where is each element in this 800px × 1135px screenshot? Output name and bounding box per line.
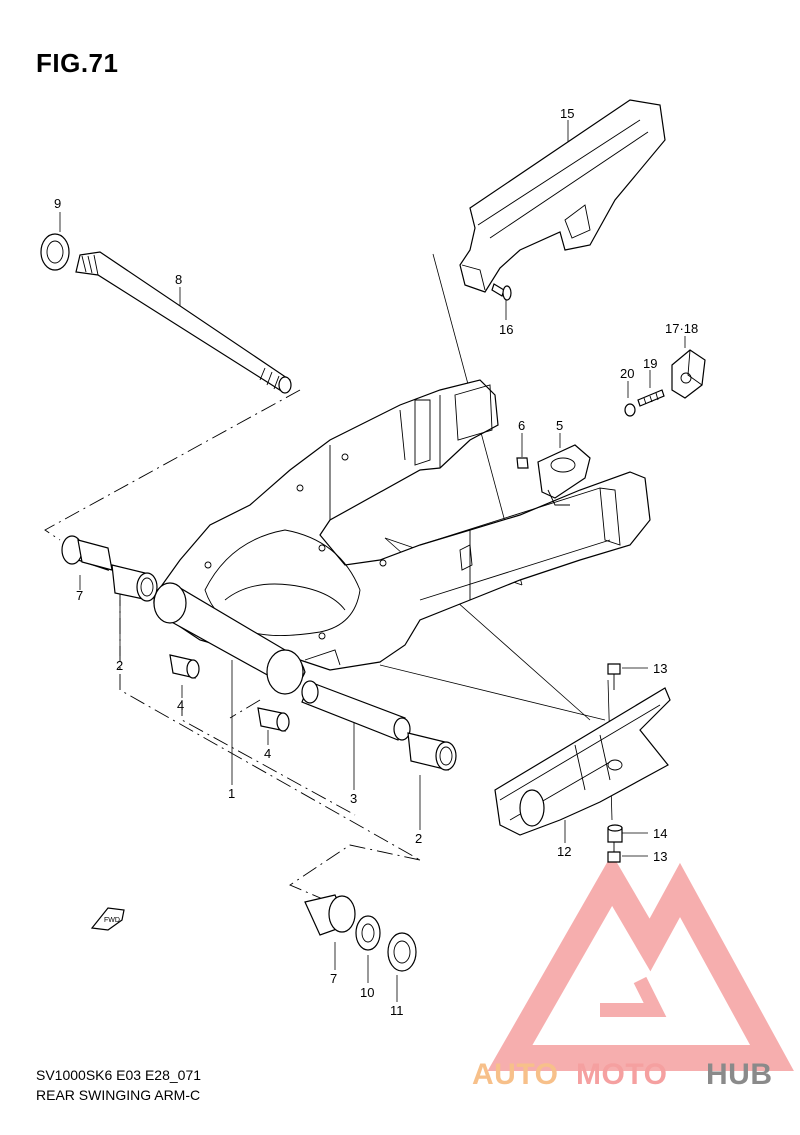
bearing-part-2-right (407, 732, 457, 771)
callout-2-left: 2 (116, 658, 123, 673)
callout-7-bottom: 7 (330, 971, 337, 986)
watermark-auto: AUTO (472, 1058, 559, 1091)
forward-arrow-icon: FWD (90, 907, 125, 931)
callout-labels: 9 8 15 16 17·18 19 20 6 5 7 2 4 4 1 3 2 … (54, 106, 698, 1018)
callout-3: 3 (350, 791, 357, 806)
figure-title: FIG.71 (36, 48, 119, 78)
oil-seal-part-9 (40, 233, 70, 271)
watermark-hub: HUB (706, 1058, 773, 1091)
callout-6: 6 (518, 418, 525, 433)
bolt-part-6 (516, 457, 529, 469)
spacer-part-7 (61, 535, 113, 571)
callout-4-left: 4 (177, 698, 184, 713)
bolt-part-19 (637, 389, 665, 407)
oil-seal-part-11 (387, 932, 417, 972)
spacer-part-7-bottom (304, 894, 356, 936)
callout-5: 5 (556, 418, 563, 433)
bracket-part-5 (537, 444, 591, 506)
chain-slider-part-12 (494, 687, 671, 836)
diagram-caption: REAR SWINGING ARM-C (36, 1087, 201, 1103)
callout-13-top: 13 (653, 661, 667, 676)
bushing-part-4-left (169, 654, 200, 679)
diagram-code: SV1000SK6 E03 E28_071 (36, 1067, 202, 1083)
washer-part-20 (624, 403, 636, 417)
callout-7: 7 (76, 588, 83, 603)
callout-14: 14 (653, 826, 667, 841)
collar-part-14 (607, 824, 623, 843)
callout-12: 12 (557, 844, 571, 859)
bearing-part-2-left (111, 564, 158, 602)
sleeve-part-3 (301, 680, 411, 741)
callout-8: 8 (175, 272, 182, 287)
swingarm-part-1 (153, 379, 651, 695)
callout-13-bottom: 13 (653, 849, 667, 864)
callout-15: 15 (560, 106, 574, 121)
bolt-part-13-top (607, 663, 621, 690)
callout-9: 9 (54, 196, 61, 211)
adjuster-part-17-18 (671, 349, 706, 399)
callout-1: 1 (228, 786, 235, 801)
watermark-logo (487, 854, 794, 1071)
bolt-part-16 (491, 283, 512, 301)
callout-16: 16 (499, 322, 513, 337)
callout-4-right: 4 (264, 746, 271, 761)
callout-20: 20 (620, 366, 634, 381)
callout-10: 10 (360, 985, 374, 1000)
washer-part-10 (355, 915, 381, 951)
fwd-label: FWD (104, 917, 120, 924)
chain-guard-part-15 (459, 99, 666, 293)
pivot-shaft-part-8 (75, 251, 292, 394)
bushing-part-4-right (257, 707, 290, 732)
callout-19: 19 (643, 356, 657, 371)
bolt-part-13-bottom (607, 842, 621, 863)
callout-11: 11 (390, 1003, 404, 1018)
callout-17-18: 17·18 (665, 321, 698, 336)
callout-2-right: 2 (415, 831, 422, 846)
watermark-moto: MOTO (576, 1058, 668, 1091)
